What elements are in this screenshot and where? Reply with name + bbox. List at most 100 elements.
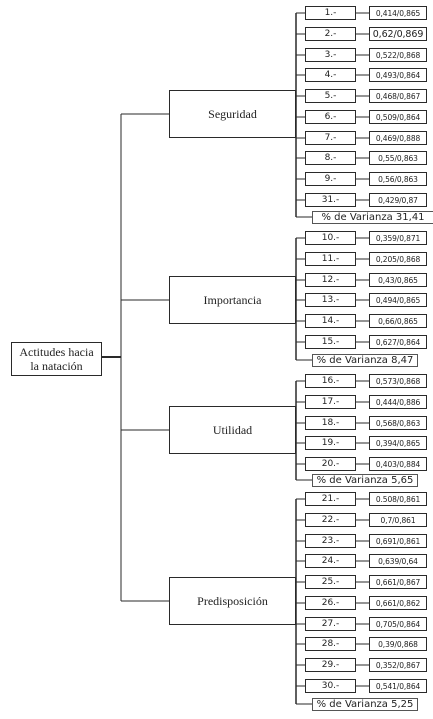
factor-label: Importancia [203,292,262,307]
value-box-text: 0,66/0,865 [378,316,418,326]
item-box: 11.- [305,252,356,266]
factor-node-seguridad: Seguridad [169,90,296,138]
item-box: 22.- [305,513,356,527]
value-box-text: 0,403/0,884 [375,459,421,469]
item-box: 29.- [305,658,356,672]
value-box-text: 0,205/0,868 [375,254,421,264]
value-box: 0,639/0,64 [369,554,427,568]
item-box: 23.- [305,534,356,548]
factor-node-utilidad: Utilidad [169,406,296,454]
value-box-text: 0,493/0,864 [375,70,421,80]
value-box-text: 0,541/0,864 [375,681,421,691]
item-box: 5.- [305,89,356,103]
value-box: 0,7/0,861 [369,513,427,527]
value-box: 0,627/0,864 [369,335,427,349]
root-node: Actitudes hacia la natación [11,342,102,376]
item-box-text: 19.- [321,438,340,448]
item-box-text: 8.- [324,153,337,163]
value-box: 0.508/0,861 [369,492,427,506]
value-box: 0,403/0,884 [369,457,427,471]
value-box-text: 0,359/0,871 [375,233,421,243]
item-box-text: 7.- [324,133,337,143]
variance-box: % de Varianza 31,41 [312,211,433,224]
item-box: 12.- [305,273,356,287]
item-box-text: 18.- [321,418,340,428]
item-box: 15.- [305,335,356,349]
value-box-text: 0,627/0,864 [375,337,421,347]
item-box-text: 17.- [321,397,340,407]
factor-node-predisposicion: Predisposición [169,577,296,625]
item-box-text: 10.- [321,233,340,243]
variance-box: % de Varianza 5,65 [312,474,418,487]
value-box: 0,39/0,868 [369,637,427,651]
item-box-text: 27.- [321,619,340,629]
variance-box-text: % de Varianza 31,41 [321,212,425,223]
value-box-text: 0,55/0,863 [378,153,418,163]
variance-box: % de Varianza 8,47 [312,354,418,367]
item-box-text: 2.- [324,29,337,39]
item-box: 27.- [305,617,356,631]
value-box-text: 0,522/0,868 [375,50,421,60]
item-box-text: 13.- [321,295,340,305]
item-box-text: 3.- [324,50,337,60]
item-box: 2.- [305,27,356,41]
value-box-text: 0,494/0,865 [375,295,421,305]
value-box-text: 0,39/0,868 [378,639,418,649]
item-box: 26.- [305,596,356,610]
variance-box-text: % de Varianza 8,47 [316,355,414,366]
value-box: 0,469/0,888 [369,131,427,145]
value-box-text: 0,43/0,865 [378,275,418,285]
item-box: 1.- [305,6,356,20]
item-box-text: 28.- [321,639,340,649]
factor-label: Utilidad [212,422,253,437]
item-box: 20.- [305,457,356,471]
value-box-text: 0,568/0,863 [375,418,421,428]
item-box: 7.- [305,131,356,145]
item-box-text: 20.- [321,459,340,469]
value-box: 0,62/0,869 [369,27,427,41]
item-box-text: 14.- [321,316,340,326]
value-box-text: 0,429/0,87 [378,195,418,205]
item-box-text: 15.- [321,337,340,347]
item-box-text: 23.- [321,536,340,546]
value-box-text: 0,7/0,861 [380,515,416,525]
value-box-text: 0,468/0,867 [375,91,421,101]
value-box: 0,573/0,868 [369,374,427,388]
item-box-text: 24.- [321,556,340,566]
value-box: 0,494/0,865 [369,293,427,307]
value-box-text: 0,62/0,869 [372,28,424,40]
value-box-text: 0.508/0,861 [375,494,421,504]
value-box-text: 0,444/0,886 [375,397,421,407]
item-box: 24.- [305,554,356,568]
item-box: 6.- [305,110,356,124]
value-box-text: 0,705/0,864 [375,619,421,629]
value-box: 0,55/0,863 [369,151,427,165]
item-box: 8.- [305,151,356,165]
item-box: 19.- [305,436,356,450]
item-box-text: 11.- [321,254,340,264]
value-box-text: 0,56/0,863 [378,174,418,184]
value-box-text: 0,661/0,862 [375,598,421,608]
value-box: 0,522/0,868 [369,48,427,62]
item-box: 18.- [305,416,356,430]
item-box: 25.- [305,575,356,589]
item-box-text: 25.- [321,577,340,587]
value-box-text: 0,639/0,64 [378,556,418,566]
value-box-text: 0,414/0,865 [375,8,421,18]
value-box-text: 0,394/0,865 [375,438,421,448]
item-box-text: 30.- [321,681,340,691]
value-box-text: 0,509/0,864 [375,112,421,122]
value-box: 0,509/0,864 [369,110,427,124]
item-box-text: 21.- [321,494,340,504]
item-box-text: 6.- [324,112,337,122]
value-box: 0,444/0,886 [369,395,427,409]
item-box: 17.- [305,395,356,409]
value-box: 0,414/0,865 [369,6,427,20]
value-box-text: 0,573/0,868 [375,376,421,386]
item-box-text: 26.- [321,598,340,608]
factor-label: Predisposición [197,593,268,608]
value-box: 0,568/0,863 [369,416,427,430]
value-box: 0,205/0,868 [369,252,427,266]
